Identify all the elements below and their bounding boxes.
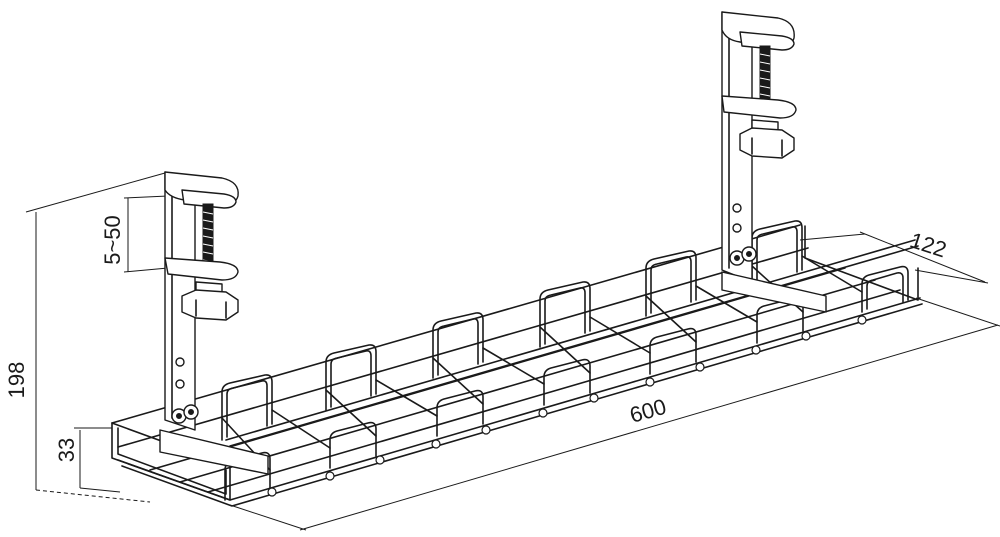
dim-total-height: 198 [4, 362, 29, 399]
left-clamp [159, 171, 269, 475]
dim-basket-height: 33 [54, 438, 79, 462]
dim-clamp-range: 5~50 [100, 215, 125, 265]
dim-length: 600 [627, 394, 669, 428]
right-clamp [721, 11, 827, 313]
basket-rails [111, 224, 923, 507]
rail-nubs [267, 315, 867, 497]
rear-wire-loops [221, 220, 803, 441]
dim-depth: 122 [907, 227, 950, 262]
dimension-lines [25, 172, 1000, 531]
